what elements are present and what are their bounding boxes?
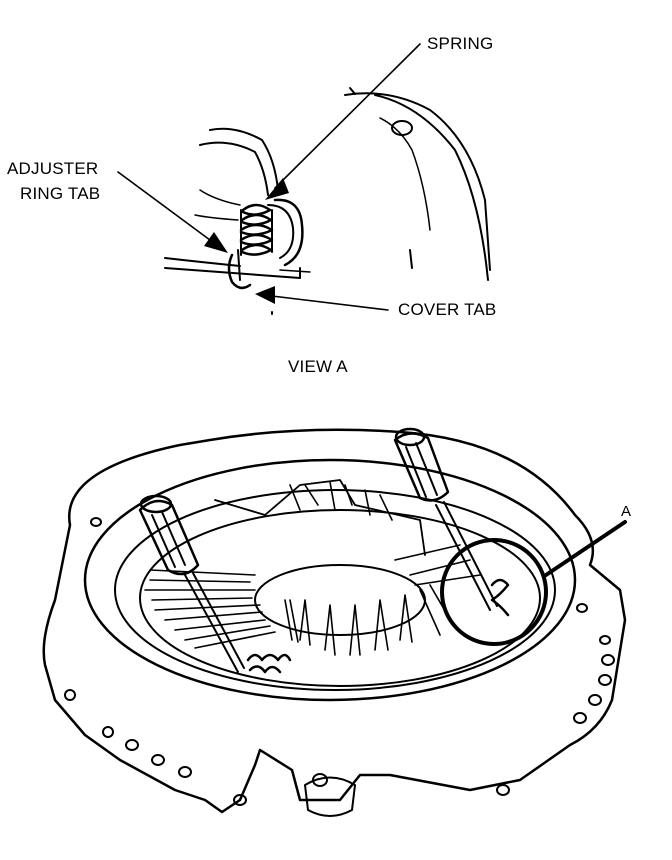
spring-label: SPRING xyxy=(427,34,494,53)
view-title: VIEW A xyxy=(288,357,348,376)
detail-circle xyxy=(440,520,627,646)
pressure-plate xyxy=(42,428,627,817)
screwdriver-icon xyxy=(393,427,498,611)
detail-marker-label: A xyxy=(621,503,632,520)
view-a-detail xyxy=(117,43,491,315)
adjuster-ring-tab-label-line2: RING TAB xyxy=(20,184,101,203)
screwdriver-icon xyxy=(138,494,245,673)
adjuster-ring-tab-label-line1: ADJUSTER xyxy=(7,159,99,178)
spring-icon xyxy=(239,203,274,256)
cover-tab-label: COVER TAB xyxy=(398,300,497,319)
